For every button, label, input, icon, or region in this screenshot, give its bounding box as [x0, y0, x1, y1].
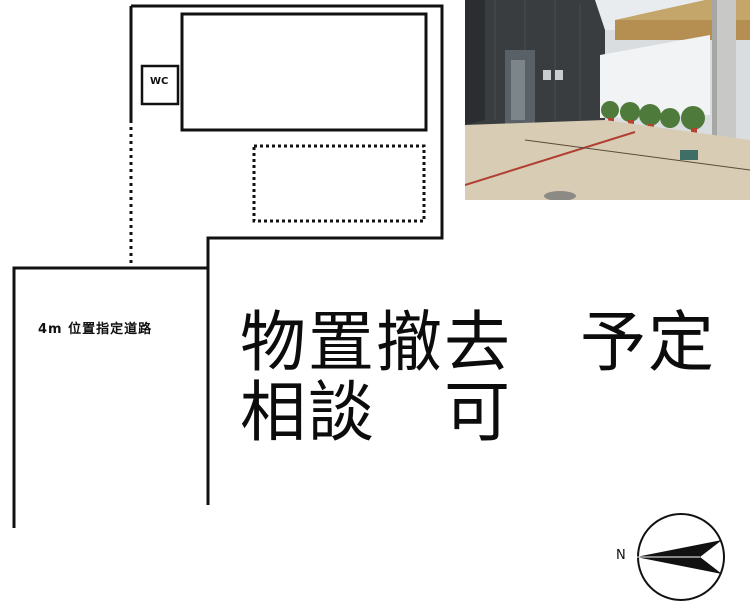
storage-dotted: [252, 144, 426, 223]
road-label: 4m 位置指定道路: [38, 322, 153, 337]
building: [180, 12, 428, 132]
road-outline: [12, 266, 208, 528]
note-line-2: 相談 可: [240, 374, 512, 451]
wc-box: [140, 64, 180, 106]
compass-north-label: N: [616, 548, 626, 563]
lot-boundary: [131, 4, 444, 505]
compass-icon: [636, 513, 725, 601]
site-photo: [465, 0, 750, 200]
note-line-1: 物置撤去 予定: [240, 304, 716, 381]
wc-label: WC: [150, 76, 169, 87]
